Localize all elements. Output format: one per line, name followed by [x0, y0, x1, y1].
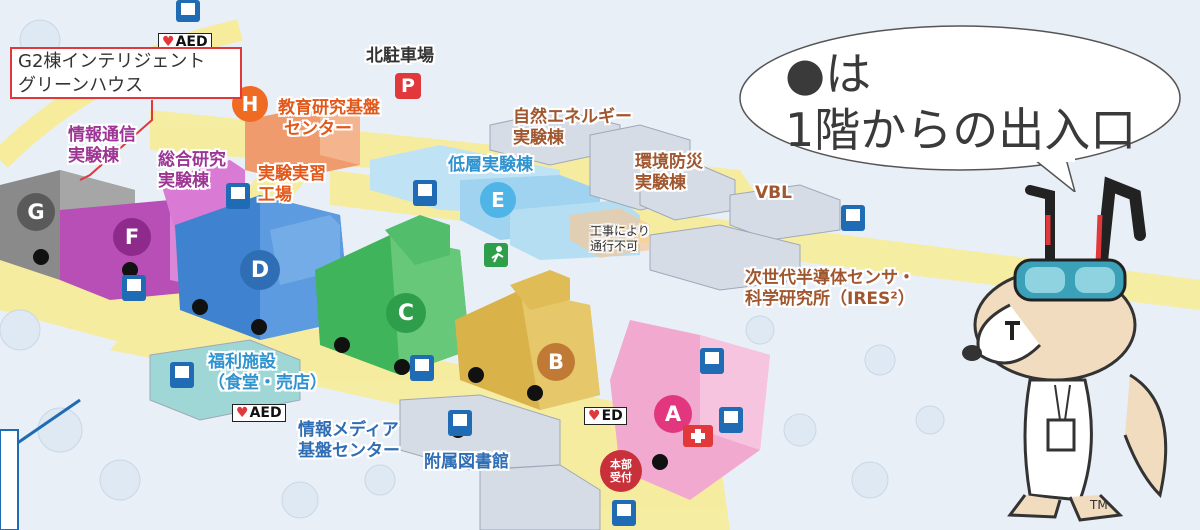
speech-text: ●は 1階からの出入口	[785, 47, 1137, 157]
label-welfare: 福利施設（食堂・売店）	[208, 352, 327, 393]
label-practice: 実験実習工場	[258, 164, 326, 205]
entrance-dot	[251, 319, 267, 335]
building-pin-icon	[841, 205, 865, 231]
badge-e-icon[interactable]: E	[480, 182, 516, 218]
building-pin-icon	[700, 348, 724, 374]
svg-text:A: A	[665, 402, 682, 426]
badge-d-icon[interactable]: D	[240, 250, 280, 290]
first-aid-icon	[683, 425, 713, 447]
label-semiconductor: 次世代半導体センサ・科学研究所（IRES²）	[745, 268, 915, 309]
svg-text:E: E	[491, 188, 505, 212]
entrance-dot	[192, 299, 208, 315]
entrance-dot	[334, 337, 350, 353]
label-construction: 工事により通行不可	[590, 224, 650, 253]
building-pin-icon	[612, 500, 636, 526]
badge-f-icon[interactable]: F	[113, 218, 151, 256]
entrance-dot	[527, 385, 543, 401]
label-info-comm: 情報通信実験棟	[68, 125, 136, 166]
building-pin-icon	[410, 355, 434, 381]
label-library: 附属図書館	[424, 452, 509, 472]
building-pin-icon	[413, 180, 437, 206]
svg-text:G: G	[27, 200, 44, 224]
building-pin-icon	[176, 0, 200, 22]
aed-icon[interactable]: ♥AED	[158, 33, 212, 51]
label-natural-energy: 自然エネルギー実験棟	[513, 107, 632, 148]
entrance-dot	[394, 359, 410, 375]
badge-b-icon[interactable]: B	[537, 343, 575, 381]
speech-bubble	[739, 25, 1181, 192]
building-pin-icon	[448, 410, 472, 436]
svg-text:C: C	[398, 301, 414, 326]
svg-text:H: H	[242, 92, 259, 116]
construction-area	[570, 208, 650, 258]
entrance-dot	[468, 367, 484, 383]
building-c	[315, 215, 470, 375]
trademark: TM	[1090, 498, 1108, 512]
emergency-exit-icon	[484, 243, 508, 267]
building-pin-icon	[226, 183, 250, 209]
entrance-dot	[33, 249, 49, 265]
g2-greenhouse-callout: G2棟インテリジェント グリーンハウス	[10, 47, 242, 99]
badge-a-icon[interactable]: A	[654, 395, 692, 433]
label-env-disaster: 環境防災実験棟	[635, 152, 703, 193]
building-h	[245, 105, 360, 180]
svg-text:F: F	[125, 225, 139, 249]
building-pin-icon	[122, 275, 146, 301]
svg-text:B: B	[548, 350, 564, 374]
label-edu-center: 教育研究基盤センター	[278, 98, 380, 139]
label-media-center: 情報メディア基盤センター	[298, 420, 400, 461]
mascot-character	[962, 176, 1168, 522]
parking-label: 北駐車場	[366, 46, 434, 66]
reception-badge[interactable]: 本部受付	[600, 450, 642, 492]
label-vbl: VBL	[755, 183, 792, 203]
building-pin-icon	[170, 362, 194, 388]
badge-g-icon[interactable]: G	[17, 193, 55, 231]
svg-text:D: D	[251, 258, 269, 283]
label-low-rise: 低層実験棟	[448, 155, 533, 175]
entrance-dot	[122, 262, 138, 278]
label-integrated: 総合研究実験棟	[158, 150, 226, 191]
aed-icon[interactable]: ♥ED	[584, 407, 627, 425]
entrance-dot	[652, 454, 668, 470]
aed-icon[interactable]: ♥AED	[232, 404, 286, 422]
other-buildings	[149, 109, 841, 530]
parking-icon[interactable]: P	[395, 73, 421, 99]
badge-c-icon[interactable]: C	[386, 293, 426, 333]
building-pin-icon	[719, 407, 743, 433]
